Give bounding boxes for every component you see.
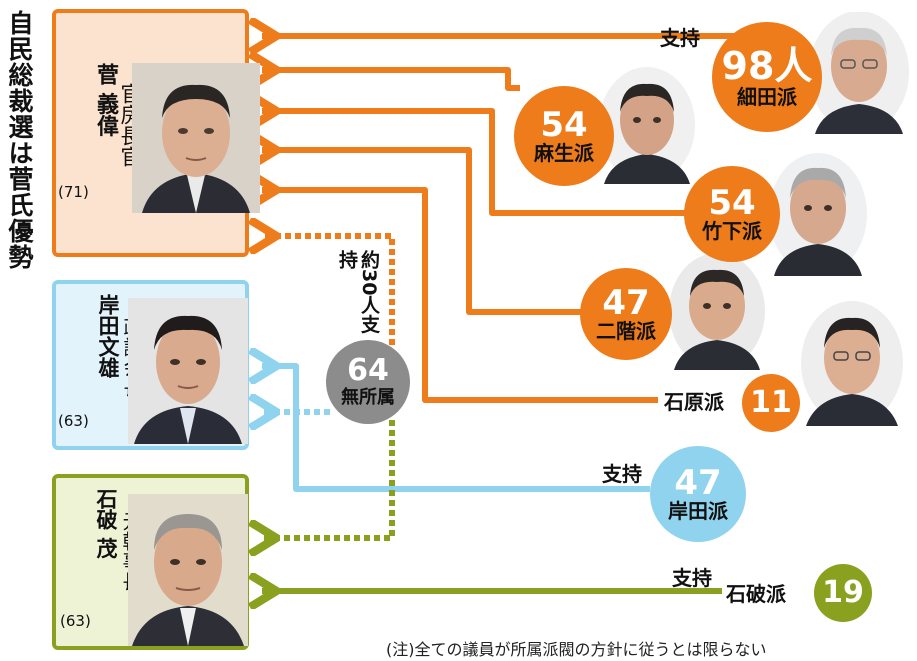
candidate-box-suga: 菅 義偉 官房長官 (71) xyxy=(52,9,260,257)
faction-count: 47 xyxy=(602,283,650,323)
faction-badge-unaffiliated: 64 無所属 xyxy=(326,340,410,424)
arrow-takeshita xyxy=(262,111,690,216)
portrait-photo-kishida xyxy=(128,298,248,444)
arrow-nikai xyxy=(262,150,585,315)
arrow-unaffiliated-suga xyxy=(262,236,395,345)
portrait-photo-suga xyxy=(132,63,260,213)
candidate-box-ishiba: 石破 茂 元幹事長 (63) xyxy=(52,474,249,650)
candidate-age: (63) xyxy=(58,412,89,430)
faction-name: 岸田派 xyxy=(668,499,728,523)
faction-name-ishiba: 石破派 xyxy=(726,582,786,606)
faction-name: 麻生派 xyxy=(534,141,594,165)
candidate-age: (63) xyxy=(60,612,91,630)
candidate-name: 岸田文雄 xyxy=(96,294,120,378)
faction-count: 54 xyxy=(540,105,588,145)
candidate-name: 菅 義偉 xyxy=(93,63,118,137)
faction-count: 64 xyxy=(347,353,389,388)
candidate-name: 石破 茂 xyxy=(94,488,118,559)
faction-name: 竹下派 xyxy=(702,219,762,243)
faction-name-ishihara: 石原派 xyxy=(664,390,724,414)
support-label-unaffiliated: 約30人支持 xyxy=(336,250,380,334)
arrow-unaffiliated-ishiba xyxy=(262,420,395,538)
portrait-photo-hosoda xyxy=(809,12,909,134)
arrow-aso xyxy=(262,70,520,91)
faction-count: 54 xyxy=(708,183,756,223)
portrait-photo-takeshita xyxy=(769,153,867,276)
headline: 自民総裁選は菅氏優勢 xyxy=(5,10,34,270)
candidate-age: (71) xyxy=(58,183,89,201)
arrow-ishihara xyxy=(262,190,658,403)
faction-name: 二階派 xyxy=(596,319,656,343)
faction-badge-aso: 54 麻生派 xyxy=(514,86,614,186)
faction-badge-hosoda: 98人 細田派 xyxy=(712,22,822,132)
faction-badge-ishihara: 11 xyxy=(742,374,800,432)
faction-name: 無所属 xyxy=(341,387,395,408)
faction-badge-nikai: 47 二階派 xyxy=(580,268,672,360)
footnote: (注)全ての議員が所属派閥の方針に従うとは限らない xyxy=(386,640,767,659)
faction-badge-takeshita: 54 竹下派 xyxy=(684,166,780,262)
faction-name: 細田派 xyxy=(737,85,797,109)
support-label-kishida: 支持 xyxy=(602,462,642,486)
faction-count: 11 xyxy=(750,385,792,420)
faction-badge-ishiba: 19 xyxy=(814,564,872,622)
portrait-photo-nikai xyxy=(669,253,765,370)
portrait-photo-ishihara xyxy=(801,301,903,426)
arrow-kishida xyxy=(262,366,650,492)
faction-count: 47 xyxy=(674,463,722,503)
faction-count: 98人 xyxy=(721,44,813,88)
portrait-photo-aso xyxy=(599,67,695,184)
portrait-photo-ishiba xyxy=(128,494,248,646)
support-label-ishiba: 支持 xyxy=(672,566,712,590)
candidate-box-kishida: 岸田文雄 政調会長 (63) xyxy=(52,280,249,450)
faction-count: 19 xyxy=(822,575,864,610)
faction-badge-kishida: 47 岸田派 xyxy=(650,446,746,542)
support-label-hosoda: 支持 xyxy=(660,26,700,50)
